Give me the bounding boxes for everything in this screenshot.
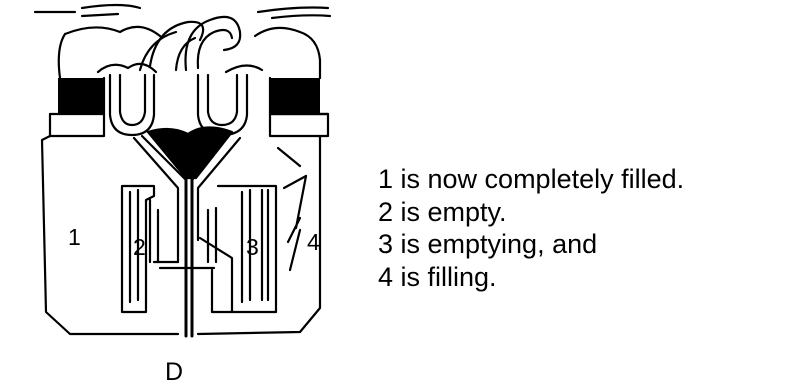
outer-body-outline	[42, 27, 320, 334]
chamber-label-4: 4	[307, 231, 320, 254]
chamber-label-1: 1	[68, 226, 81, 249]
caption-line: 4 is filling.	[378, 261, 684, 294]
chamber-4-walls	[278, 148, 306, 270]
panel-letter: D	[165, 360, 183, 385]
right-vessel-loop	[176, 17, 262, 135]
muscle-collar	[50, 78, 328, 136]
left-vessel-loop	[98, 22, 203, 135]
chamber-label-2: 2	[133, 236, 146, 259]
caption-line: 1 is now completely filled.	[378, 163, 684, 196]
flow-streaks	[35, 5, 330, 18]
caption-list: 1 is now completely filled. 2 is empty. …	[378, 163, 684, 293]
central-septum	[186, 178, 192, 336]
chamber-label-3: 3	[246, 236, 259, 259]
caption-line: 3 is emptying, and	[378, 228, 684, 261]
chamber-2-walls	[122, 186, 178, 312]
caption-line: 2 is empty.	[378, 196, 684, 229]
